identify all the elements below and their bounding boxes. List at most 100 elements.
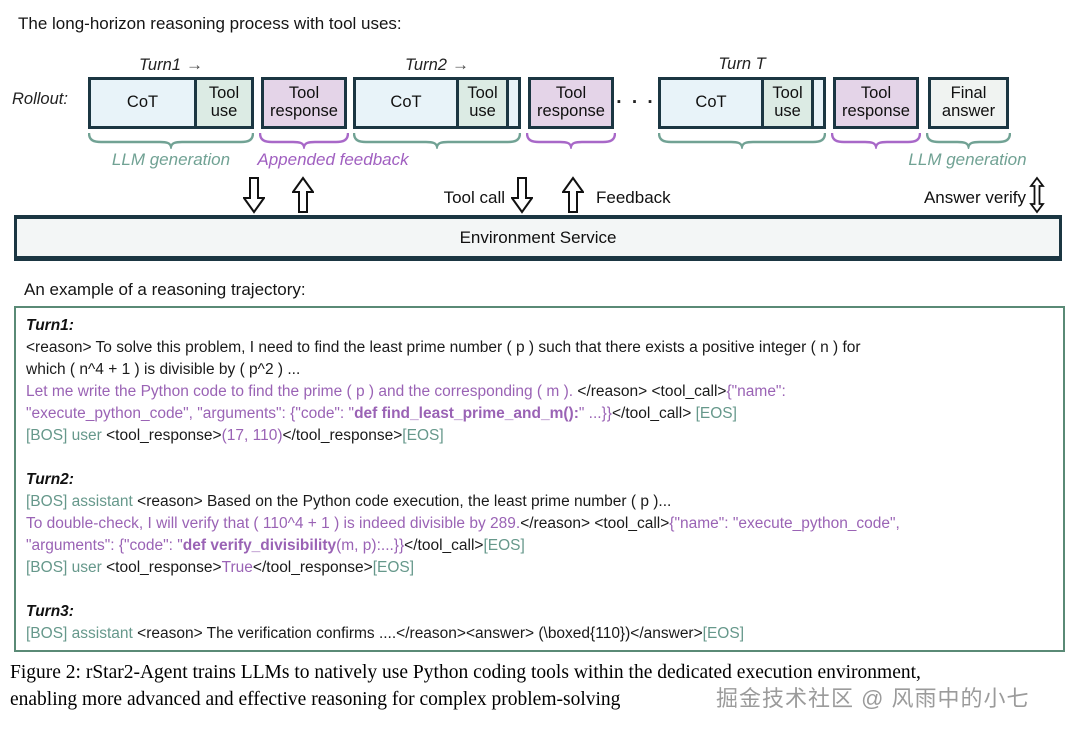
tool-use-box: Tool use bbox=[456, 80, 506, 126]
trajectory-segment: </reason> <tool_call> bbox=[577, 383, 727, 400]
turn1-label: Turn1→ bbox=[139, 55, 203, 74]
trajectory-line: Turn1: bbox=[26, 315, 1053, 337]
tool-response-box: Tool response bbox=[261, 77, 347, 129]
watermark: 掘金技术社区 @ 风雨中的小七 bbox=[716, 686, 1030, 711]
trajectory-segment: [EOS] bbox=[372, 559, 415, 576]
trajectory-segment: " ...}} bbox=[578, 405, 612, 422]
brace-llm-generation bbox=[657, 131, 827, 151]
trajectory-line: <reason> To solve this problem, I need t… bbox=[26, 337, 1053, 359]
trajectory-segment: def verify_divisibility bbox=[182, 537, 337, 554]
trajectory-segment: Turn2: bbox=[26, 471, 74, 488]
turnT-group-box: CoT Tool use bbox=[658, 77, 826, 129]
trajectory-line: which ( n^4 + 1 ) is divisible by ( p^2 … bbox=[26, 359, 1053, 381]
process-title: The long-horizon reasoning process with … bbox=[18, 14, 402, 33]
trajectory-segment: </tool_call> bbox=[404, 537, 484, 554]
trajectory-segment: [BOS] assistant bbox=[26, 493, 138, 510]
trajectory-box: Turn1: <reason> To solve this problem, I … bbox=[14, 306, 1065, 652]
trajectory-segment: </tool_call> bbox=[611, 405, 696, 422]
trajectory-blank-line bbox=[26, 447, 1053, 469]
figure-caption: Figure 2: rStar2-Agent trains LLMs to na… bbox=[10, 659, 1068, 713]
final-answer-box: Final answer bbox=[928, 77, 1009, 129]
up-down-arrow-icon bbox=[1029, 176, 1045, 214]
turn2-group-box: CoT Tool use bbox=[353, 77, 521, 129]
brace-llm-generation bbox=[352, 131, 522, 151]
turnT-label: Turn T bbox=[718, 55, 766, 73]
trajectory-segment: [EOS] bbox=[483, 537, 525, 554]
trajectory-line: [BOS] user <tool_response>(17, 110)</too… bbox=[26, 425, 1053, 447]
trajectory-segment: True bbox=[221, 559, 253, 576]
trajectory-segment: </tool_response> bbox=[252, 559, 373, 576]
trajectory-segment: [BOS] user bbox=[26, 559, 107, 576]
turn2-label: Turn2→ bbox=[405, 55, 469, 74]
up-arrow-icon bbox=[292, 176, 314, 213]
example-title: An example of a reasoning trajectory: bbox=[24, 280, 306, 299]
trajectory-line: [BOS] assistant <reason> Based on the Py… bbox=[26, 491, 1053, 513]
brace-llm-generation bbox=[87, 131, 255, 151]
trajectory-segment: <reason> To solve this problem, I need t… bbox=[26, 339, 861, 356]
trajectory-segment: </tool_response> bbox=[282, 427, 403, 444]
trajectory-segment: [BOS] user bbox=[26, 427, 107, 444]
ellipsis: · · · bbox=[616, 92, 656, 113]
continuation-sliver bbox=[811, 80, 823, 126]
feedback-label: Feedback bbox=[596, 188, 671, 207]
cot-box: CoT bbox=[356, 80, 456, 126]
turn1-group-box: CoT Tool use bbox=[88, 77, 254, 129]
tool-use-box: Tool use bbox=[761, 80, 811, 126]
trajectory-segment: [EOS] bbox=[402, 427, 444, 444]
down-arrow-icon bbox=[511, 177, 533, 214]
caption-line-2: enabling more advanced and effective rea… bbox=[10, 689, 621, 710]
trajectory-segment: [EOS] bbox=[702, 625, 745, 642]
down-arrow-icon bbox=[243, 177, 265, 214]
cot-box: CoT bbox=[91, 80, 194, 126]
trajectory-segment: (17, 110) bbox=[221, 427, 283, 444]
trajectory-segment: {"name": "execute_python_code", bbox=[669, 515, 900, 532]
trajectory-line: [BOS] user <tool_response>True</tool_res… bbox=[26, 557, 1053, 579]
trajectory-line: [BOS] assistant <reason> The verificatio… bbox=[26, 623, 1053, 645]
right-arrow-icon: → bbox=[185, 55, 203, 74]
environment-service-bar: Environment Service bbox=[14, 215, 1062, 261]
caption-line-1: Figure 2: rStar2-Agent trains LLMs to na… bbox=[10, 662, 921, 683]
environment-service-label: Environment Service bbox=[459, 227, 617, 247]
continuation-sliver bbox=[506, 80, 518, 126]
tool-use-box: Tool use bbox=[194, 80, 251, 126]
trajectory-segment: <reason> Based on the Python code execut… bbox=[137, 493, 672, 510]
trajectory-segment: (m, p):...}} bbox=[336, 537, 405, 554]
llm-generation-label: LLM generation bbox=[111, 150, 231, 169]
trajectory-segment: Turn1: bbox=[26, 317, 74, 334]
answer-verify-label: Answer verify bbox=[923, 188, 1026, 207]
tool-call-label: Tool call bbox=[443, 188, 505, 207]
trajectory-segment: Turn3: bbox=[26, 603, 74, 620]
tool-response-box: Tool response bbox=[833, 77, 919, 129]
trajectory-line: "execute_python_code", "arguments": {"co… bbox=[26, 403, 1053, 425]
trajectory-segment: [EOS] bbox=[695, 405, 737, 422]
trajectory-segment: <tool_response> bbox=[106, 427, 222, 444]
trajectory-segment: <reason> The verification confirms ....<… bbox=[137, 625, 703, 642]
trajectory-segment: To double-check, I will verify that ( 11… bbox=[26, 515, 521, 532]
trajectory-segment: </reason> <tool_call> bbox=[520, 515, 670, 532]
brace-appended-feedback bbox=[258, 131, 350, 151]
trajectory-content: Turn1: <reason> To solve this problem, I … bbox=[26, 315, 1053, 645]
trajectory-segment: "execute_python_code", "arguments": {"co… bbox=[26, 405, 355, 422]
brace-llm-generation bbox=[925, 131, 1012, 151]
trajectory-segment: [BOS] assistant bbox=[26, 625, 138, 642]
tool-response-box: Tool response bbox=[528, 77, 614, 129]
llm-generation-label: LLM generation bbox=[908, 150, 1027, 169]
trajectory-line: Turn2: bbox=[26, 469, 1053, 491]
trajectory-line: Turn3: bbox=[26, 601, 1053, 623]
trajectory-segment: "arguments": {"code": " bbox=[26, 537, 183, 554]
rollout-label: Rollout: bbox=[12, 90, 68, 108]
trajectory-line: "arguments": {"code": "def verify_divisi… bbox=[26, 535, 1053, 557]
trajectory-segment: which ( n^4 + 1 ) is divisible by ( p^2 … bbox=[26, 361, 301, 378]
trajectory-line: To double-check, I will verify that ( 11… bbox=[26, 513, 1053, 535]
trajectory-line: Let me write the Python code to find the… bbox=[26, 381, 1053, 403]
trajectory-segment: <tool_response> bbox=[106, 559, 222, 576]
up-arrow-icon bbox=[562, 176, 584, 213]
appended-feedback-label: Appended feedback bbox=[257, 150, 409, 169]
right-arrow-icon: → bbox=[451, 55, 469, 74]
cot-box: CoT bbox=[661, 80, 761, 126]
brace-appended-feedback bbox=[525, 131, 617, 151]
trajectory-segment: def find_least_prime_and_m(): bbox=[354, 405, 579, 422]
trajectory-blank-line bbox=[26, 579, 1053, 601]
trajectory-segment: Let me write the Python code to find the… bbox=[26, 383, 578, 400]
